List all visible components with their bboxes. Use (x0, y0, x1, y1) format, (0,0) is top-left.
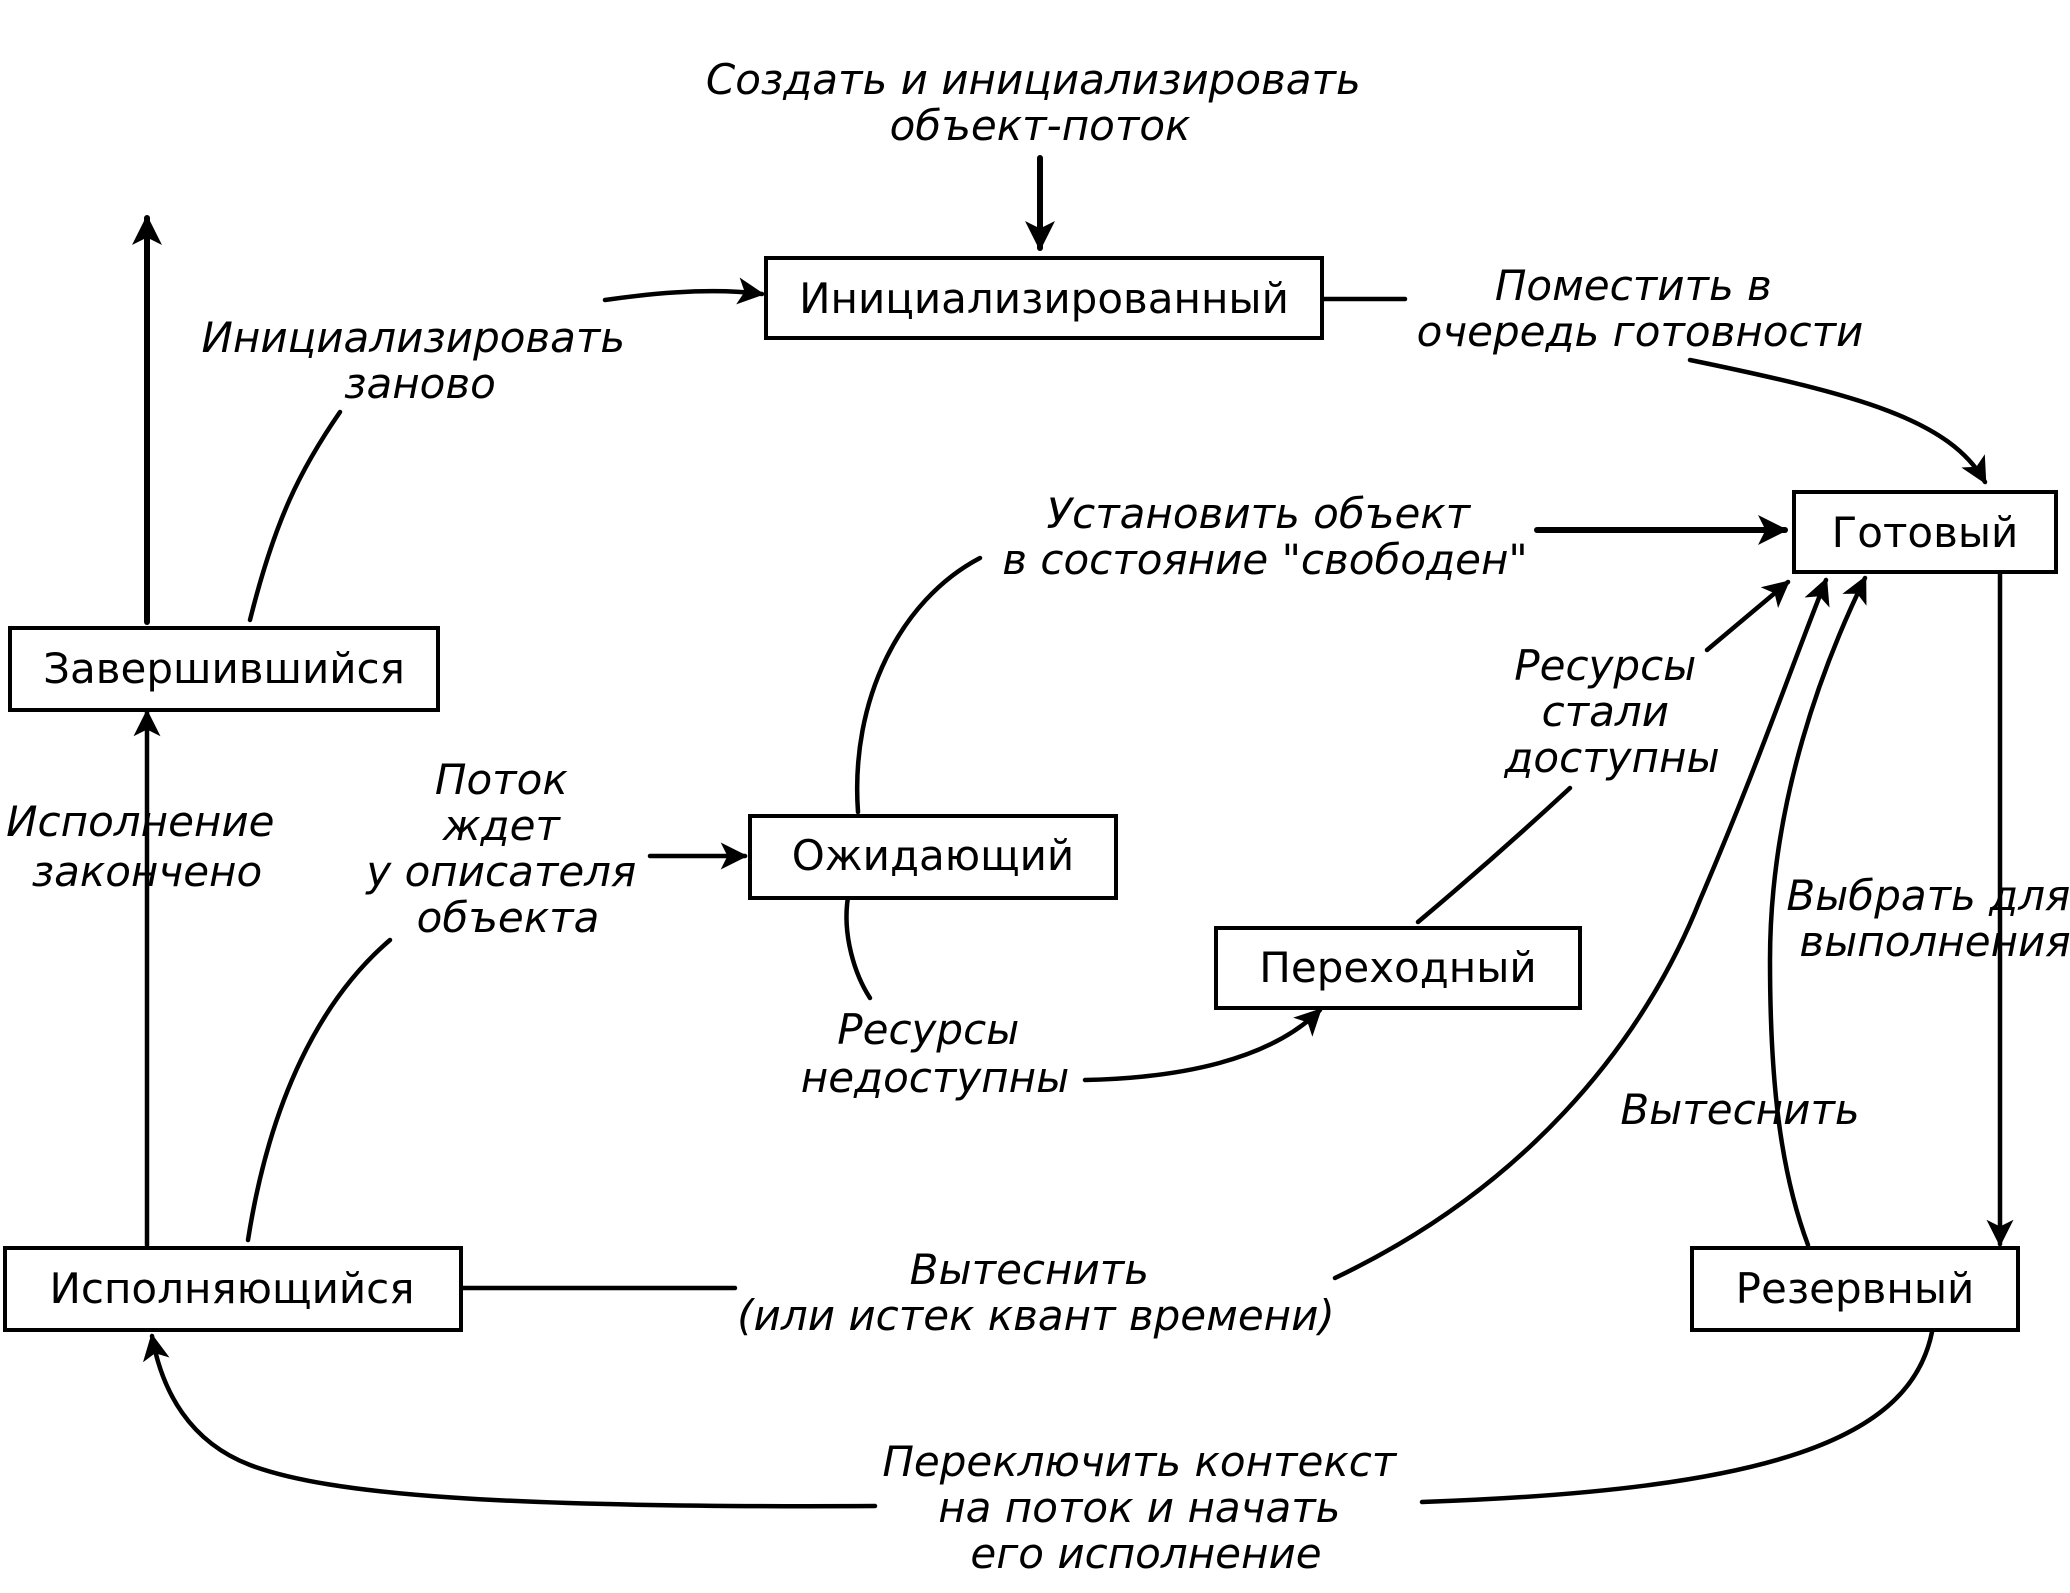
state-running: Исполняющийся (3, 1246, 463, 1332)
state-standby-label: Резервный (1736, 1264, 1975, 1313)
edge-queue-to-ready (1687, 357, 1988, 485)
label-reinit: Инициализировать заново (202, 313, 639, 408)
label-set-free: Установить объект в состояние "свободен" (1002, 489, 1527, 584)
state-waiting-label: Ожидающий (792, 831, 1074, 880)
edge-preempt-running (1332, 577, 1830, 1281)
state-terminated-label: Завершившийся (43, 644, 405, 693)
edge-reinit (247, 409, 343, 623)
edge-waiting-down (844, 894, 873, 1001)
edge-transition-up (1415, 785, 1573, 925)
state-initialized-label: Инициализированный (799, 274, 1289, 323)
label-context-switch: Переключить контекст на поток и начать е… (882, 1437, 1409, 1578)
edge-waiting-up (854, 555, 983, 815)
state-initialized: Инициализированный (764, 256, 1324, 340)
state-waiting: Ожидающий (748, 814, 1118, 900)
edge-context-switch (142, 1333, 878, 1509)
edge-running-to-waiting (245, 937, 393, 1243)
state-transition-label: Переходный (1259, 943, 1536, 992)
label-create: Создать и инициализировать объект-поток (706, 55, 1374, 150)
state-terminated: Завершившийся (8, 626, 440, 712)
state-standby: Резервный (1690, 1246, 2020, 1332)
edge-reinit-arrow (602, 277, 765, 305)
state-ready: Готовый (1792, 490, 2058, 574)
label-resources-available: Ресурсы стали доступны (1503, 641, 1719, 782)
label-preempt-standby: Вытеснить (1620, 1085, 1859, 1134)
edge-resources-arrow (1704, 579, 1791, 653)
label-thread-waits: Поток ждет у описателя объекта (364, 755, 649, 942)
state-ready-label: Готовый (1832, 508, 2019, 557)
label-to-ready-queue: Поместить в очередь готовности (1417, 261, 1864, 356)
state-transition: Переходный (1214, 926, 1582, 1010)
edge-standby-down (1419, 1329, 1935, 1505)
label-execution-done: Исполнение закончено (6, 797, 288, 896)
label-select-for-exec: Выбрать для выполнения (1786, 871, 2070, 966)
label-resources-unavailable: Ресурсы недоступны (801, 1005, 1070, 1102)
edge-to-transition (1082, 1007, 1323, 1083)
label-preempt-running: Вытеснить (или истек квант времени) (737, 1245, 1335, 1340)
state-running-label: Исполняющийся (49, 1264, 414, 1313)
edge-preempt-standby (1767, 575, 1868, 1248)
